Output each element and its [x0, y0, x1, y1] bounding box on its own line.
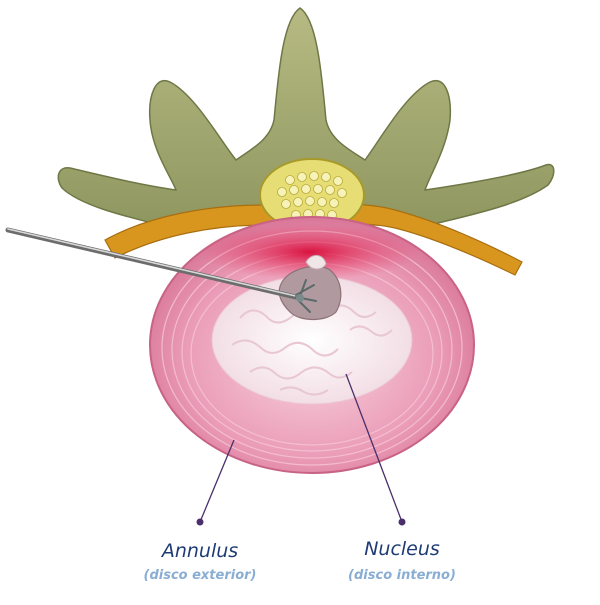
nucleus-leader-line	[345, 373, 403, 523]
spinal-cord-fibers	[277, 171, 347, 220]
annulus-sublabel: (disco exterior)	[143, 568, 257, 583]
annulus-leader-dot	[196, 518, 204, 526]
annulus-leader-line	[199, 439, 235, 523]
nucleus-label: Nucleus	[364, 538, 440, 560]
leader-lines	[196, 373, 406, 526]
nucleus-leader-dot	[398, 518, 406, 526]
disc-fragment-tip	[305, 255, 327, 270]
surgical-probe	[5, 227, 317, 313]
nucleus-sublabel: (disco interno)	[348, 568, 456, 583]
annulus-label: Annulus	[161, 540, 239, 562]
herniation-area	[200, 224, 420, 280]
nucleus-texture	[231, 304, 393, 396]
